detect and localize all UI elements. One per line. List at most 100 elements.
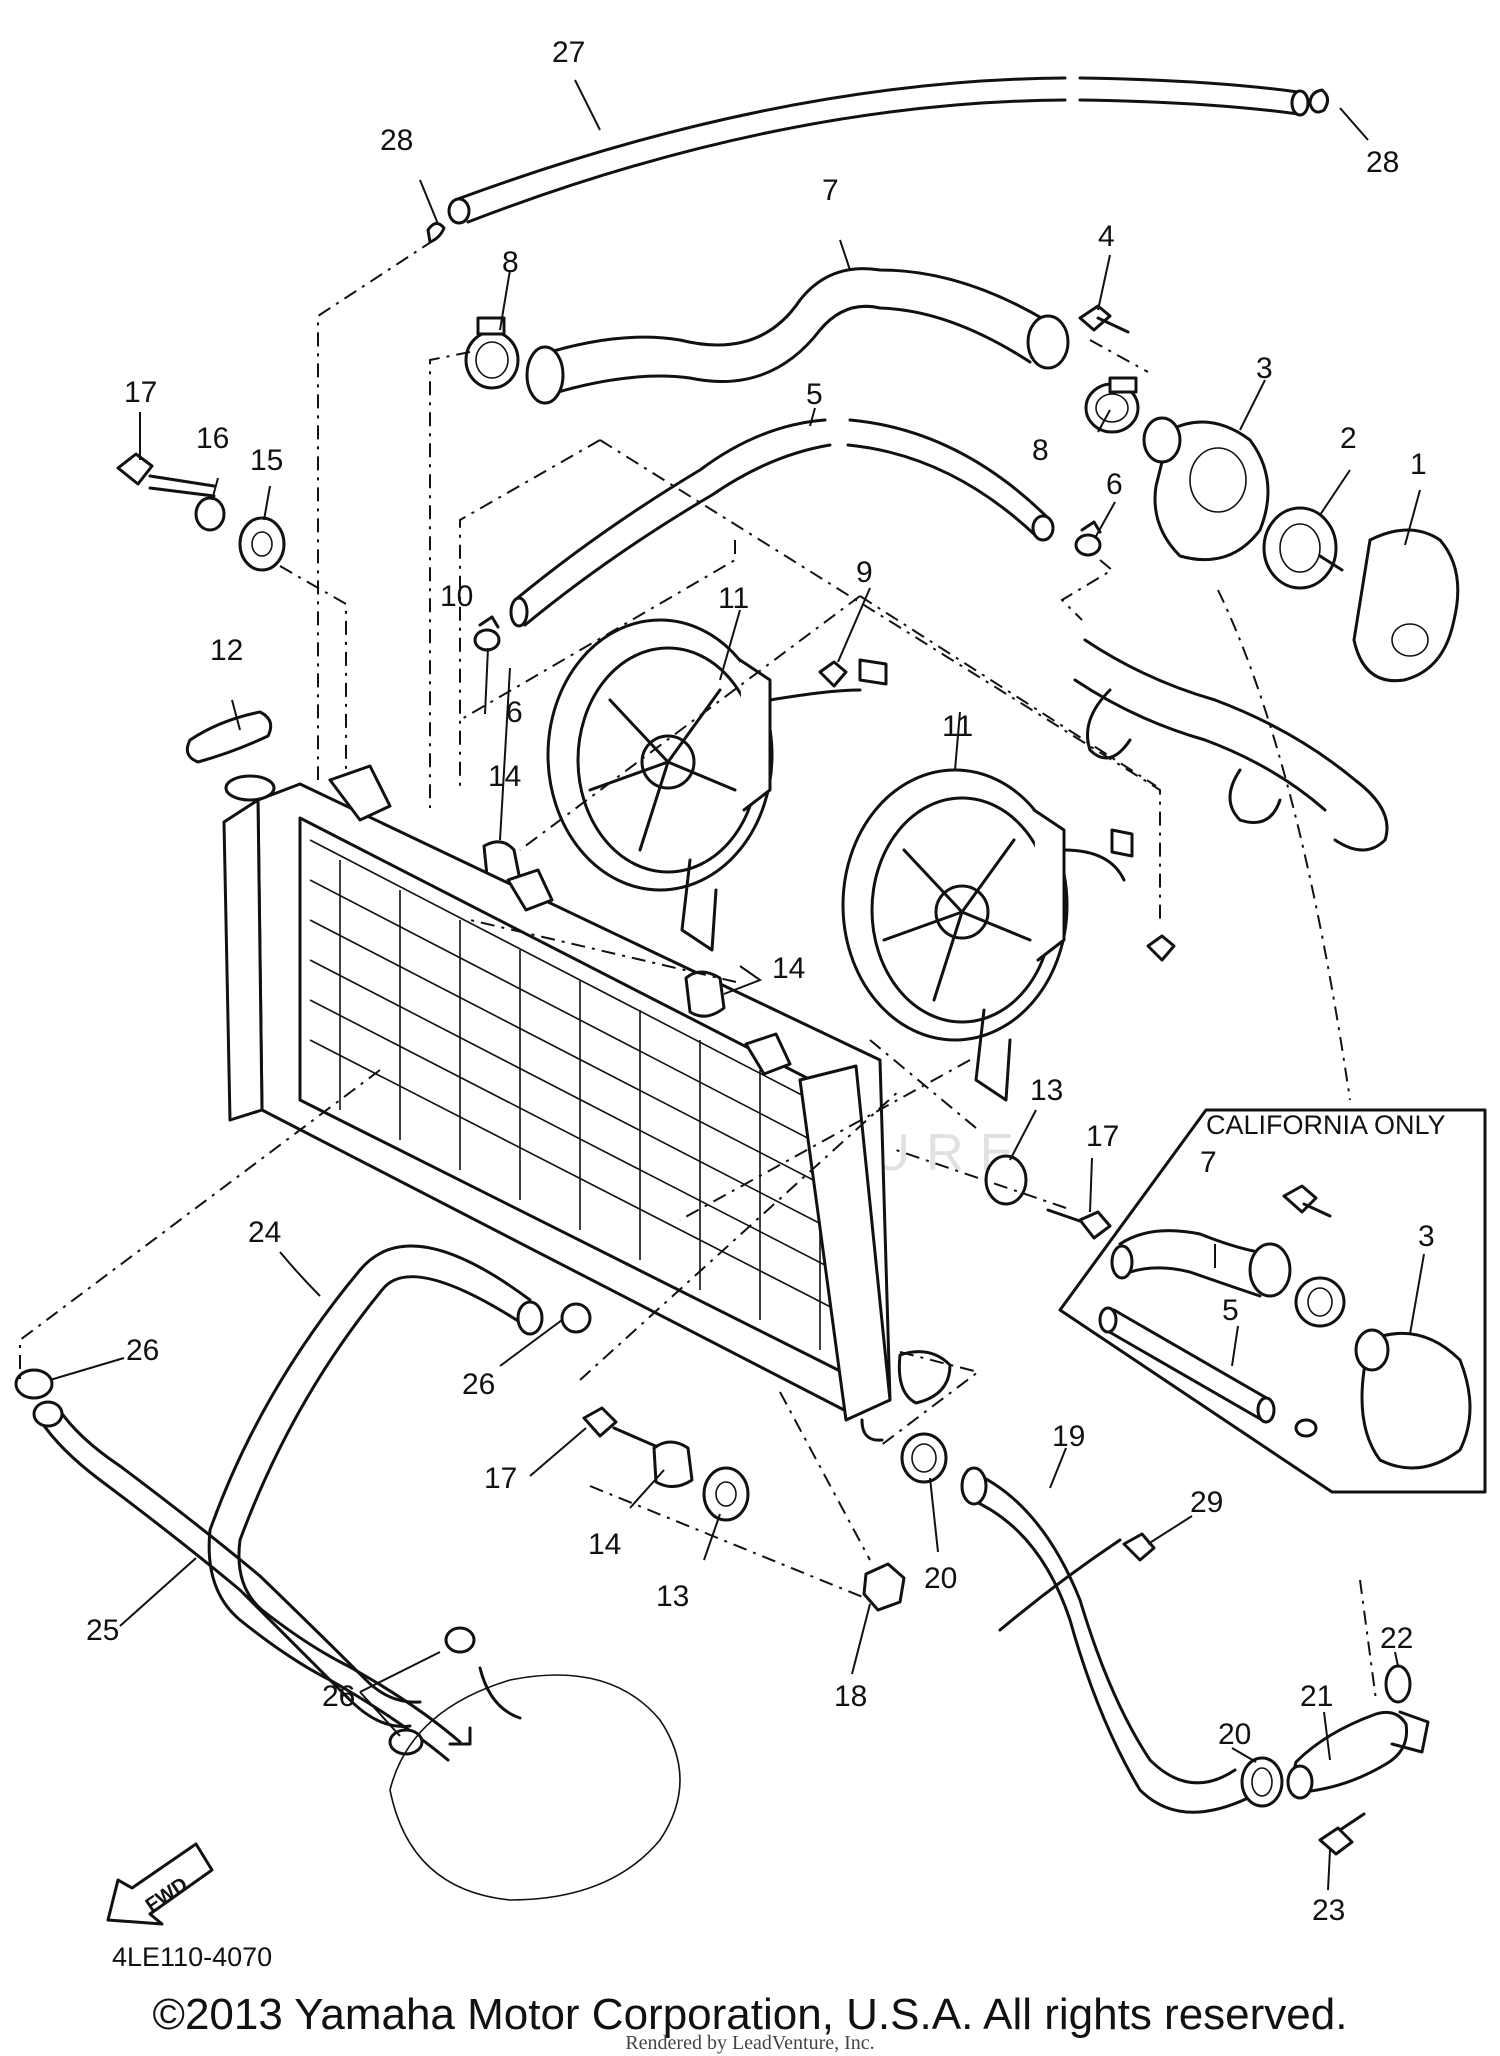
assembly-dashed-lines bbox=[19, 239, 1377, 1701]
forward-direction-arrow-icon: FWD bbox=[106, 1842, 214, 1926]
part-8-clamp-left[interactable] bbox=[464, 316, 520, 390]
part-14-collar-middle[interactable] bbox=[684, 970, 726, 1018]
label-17-upper: 17 bbox=[124, 376, 157, 409]
part-11-fan-motor-upper[interactable] bbox=[546, 618, 862, 952]
label-3: 3 bbox=[1256, 352, 1273, 385]
part-26-clamp-left[interactable] bbox=[14, 1368, 54, 1400]
label-29: 29 bbox=[1190, 1486, 1223, 1519]
label-23: 23 bbox=[1312, 1894, 1345, 1927]
part-3-thermostat-cover[interactable] bbox=[1142, 416, 1270, 562]
label-28-right: 28 bbox=[1366, 146, 1399, 179]
label-20-lower: 20 bbox=[1218, 1718, 1251, 1751]
label-14-left: 14 bbox=[488, 760, 521, 793]
label-16: 16 bbox=[196, 422, 229, 455]
ca-part-clip[interactable] bbox=[1294, 1418, 1318, 1438]
label-5: 5 bbox=[806, 378, 823, 411]
part-8-clamp-right[interactable] bbox=[1084, 376, 1140, 434]
label-27: 27 bbox=[552, 36, 585, 69]
part-18-nut[interactable] bbox=[862, 1562, 906, 1612]
label-19: 19 bbox=[1052, 1420, 1085, 1453]
radiator bbox=[222, 764, 952, 1442]
label-5-ca: 5 bbox=[1222, 1294, 1239, 1327]
ca-part-3-thermostat-cover[interactable] bbox=[1354, 1328, 1472, 1470]
part-27-overflow-hose[interactable] bbox=[447, 76, 1310, 225]
label-11-upper: 11 bbox=[718, 582, 749, 615]
label-10: 10 bbox=[440, 580, 473, 613]
engine-water-pump-outline bbox=[389, 1666, 681, 1901]
label-26-lower: 26 bbox=[322, 1680, 355, 1713]
part-26-clamp-lower-b[interactable] bbox=[388, 1728, 424, 1756]
part-21-pipe[interactable] bbox=[1286, 1710, 1430, 1800]
part-9-screw-upper[interactable] bbox=[818, 658, 888, 688]
label-1: 1 bbox=[1410, 448, 1427, 481]
ca-part-5-hose[interactable] bbox=[1098, 1306, 1276, 1424]
label-22: 22 bbox=[1380, 1622, 1413, 1655]
part-number-labels: 27 28 28 7 8 4 3 2 1 8 5 6 17 16 15 10 1… bbox=[86, 36, 1435, 1927]
part-13-damper-lower[interactable] bbox=[702, 1466, 750, 1522]
ca-part-clamp[interactable] bbox=[1294, 1276, 1346, 1328]
part-4-bolt[interactable] bbox=[1078, 304, 1130, 334]
part-1-thermostat-housing[interactable] bbox=[1352, 528, 1460, 683]
label-17-lower: 17 bbox=[484, 1462, 517, 1495]
part-23-bolt[interactable] bbox=[1318, 1812, 1366, 1856]
label-28-left: 28 bbox=[380, 124, 413, 157]
label-21: 21 bbox=[1300, 1680, 1333, 1713]
label-8-right: 8 bbox=[1032, 434, 1049, 467]
part-26-clamp-lower-a[interactable] bbox=[444, 1626, 476, 1654]
label-15: 15 bbox=[250, 444, 283, 477]
part-26-clamp-right[interactable] bbox=[560, 1302, 592, 1334]
california-only-inset: CALIFORNIA ONLY bbox=[1058, 1108, 1487, 1494]
label-12: 12 bbox=[210, 634, 243, 667]
label-24: 24 bbox=[248, 1216, 281, 1249]
part-2-thermostat[interactable] bbox=[1262, 506, 1344, 590]
label-7-ca: 7 bbox=[1200, 1146, 1217, 1179]
diagram-code: 4LE110-4070 bbox=[112, 1942, 272, 1972]
part-29-bolt[interactable] bbox=[1122, 1532, 1156, 1562]
part-17-bolt-lower[interactable] bbox=[582, 1406, 662, 1450]
copyright-notice: ©2013 Yamaha Motor Corporation, U.S.A. A… bbox=[152, 1990, 1348, 2039]
rendered-by-notice: Rendered by LeadVenture, Inc. bbox=[625, 2032, 875, 2054]
part-7-upper-hose[interactable] bbox=[525, 267, 1070, 405]
label-18: 18 bbox=[834, 1680, 867, 1713]
part-9-screw-lower[interactable] bbox=[1110, 828, 1176, 962]
part-12-cap-cover[interactable] bbox=[185, 710, 273, 764]
part-14-collar-lower[interactable] bbox=[652, 1440, 694, 1488]
label-3-ca: 3 bbox=[1418, 1220, 1435, 1253]
label-17-right: 17 bbox=[1086, 1120, 1119, 1153]
part-5-bypass-hose[interactable] bbox=[509, 418, 1055, 628]
ca-part-7-hose[interactable] bbox=[1110, 1229, 1292, 1298]
part-28-clip-right[interactable] bbox=[1308, 88, 1329, 114]
part-13-damper-right[interactable] bbox=[984, 1154, 1028, 1206]
part-6-clip-upper[interactable] bbox=[1074, 520, 1102, 557]
label-8-left: 8 bbox=[502, 246, 519, 279]
label-13-lower: 13 bbox=[656, 1580, 689, 1613]
california-only-title: CALIFORNIA ONLY bbox=[1206, 1110, 1446, 1140]
part-19-lower-hose[interactable] bbox=[960, 1466, 1250, 1814]
part-16-collar[interactable] bbox=[194, 496, 226, 532]
label-26-middle: 26 bbox=[462, 1368, 495, 1401]
part-22-o-ring[interactable] bbox=[1384, 1664, 1412, 1704]
part-25-radiator-hose[interactable] bbox=[32, 1400, 422, 1728]
label-20-upper: 20 bbox=[924, 1562, 957, 1595]
part-17-bolt-right[interactable] bbox=[1046, 1208, 1112, 1240]
part-20-clamp-upper[interactable] bbox=[900, 1432, 948, 1484]
label-9: 9 bbox=[856, 556, 873, 589]
part-20-clamp-lower[interactable] bbox=[1240, 1756, 1284, 1808]
label-11-lower: 11 bbox=[942, 710, 973, 743]
label-4: 4 bbox=[1098, 220, 1115, 253]
part-6-clip-left[interactable] bbox=[473, 615, 501, 652]
label-6-upper: 6 bbox=[1106, 468, 1123, 501]
label-13-right: 13 bbox=[1030, 1074, 1063, 1107]
label-7: 7 bbox=[822, 174, 839, 207]
part-24-radiator-hose[interactable] bbox=[207, 1244, 544, 1762]
label-14-lower: 14 bbox=[588, 1528, 621, 1561]
label-2: 2 bbox=[1340, 422, 1357, 455]
ca-part-bolt[interactable] bbox=[1282, 1184, 1332, 1218]
label-14-middle: 14 bbox=[772, 952, 805, 985]
part-17-bolt-upper[interactable] bbox=[116, 452, 216, 498]
part-15-damper[interactable] bbox=[238, 516, 286, 572]
label-26-left: 26 bbox=[126, 1334, 159, 1367]
part-28-clip-left[interactable] bbox=[426, 222, 446, 244]
label-6-left: 6 bbox=[506, 696, 523, 729]
part-11-fan-motor-lower[interactable] bbox=[841, 768, 1126, 1102]
